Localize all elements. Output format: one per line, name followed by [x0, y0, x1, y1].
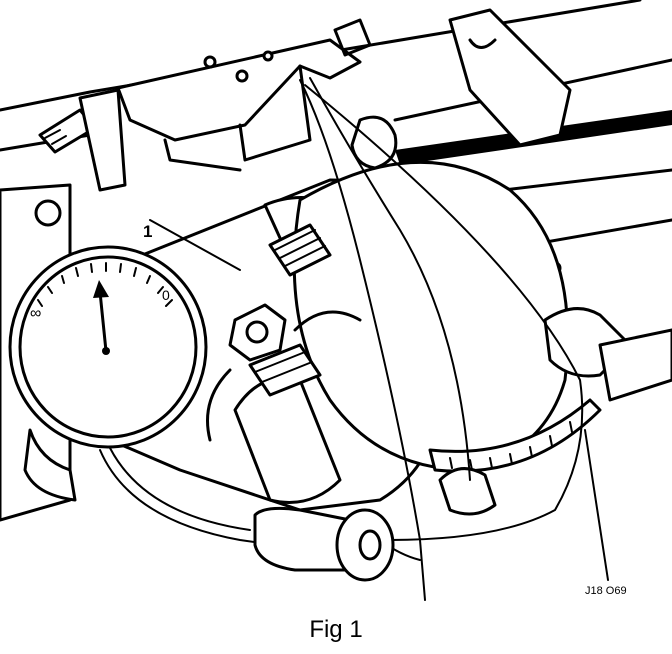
gauge-label-right: 0 — [162, 287, 170, 303]
test-gauge: ∞ 0 — [8, 245, 208, 449]
mounting-stud — [38, 88, 127, 192]
figure-caption: Fig 1 — [309, 616, 363, 643]
reference-code: J18 O69 — [585, 585, 627, 597]
callout-number: 1 — [143, 222, 152, 241]
gauge-label-left: ∞ — [30, 305, 41, 322]
gauge-needle-tip — [93, 280, 109, 298]
gauge-needle — [98, 290, 108, 353]
end-cap — [438, 307, 672, 516]
leader-line — [584, 429, 609, 581]
probe-connector — [253, 506, 395, 582]
band-clamp — [428, 398, 602, 473]
terminal-nut — [228, 303, 287, 362]
hose-clamp-upper — [268, 223, 332, 277]
gauge-pivot — [102, 347, 110, 355]
hose-clamp-lower — [248, 343, 322, 397]
callout-leader — [149, 219, 241, 271]
test-leads — [99, 77, 584, 601]
